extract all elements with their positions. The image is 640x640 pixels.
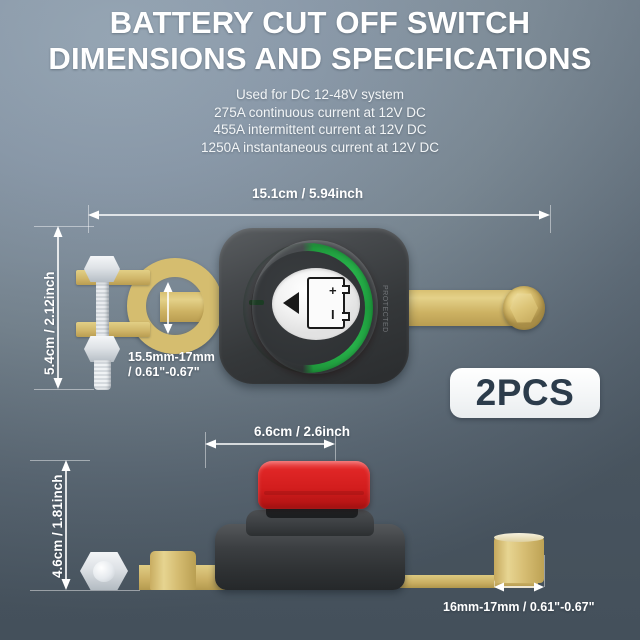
green-position-tick xyxy=(249,300,264,305)
quantity-badge: 2PCS xyxy=(450,368,600,418)
battery-positive-terminal xyxy=(342,285,350,294)
height-label-top-view: 5.4cm / 2.12inch xyxy=(42,271,57,375)
width-arrow-side-view xyxy=(205,439,335,449)
brass-post-bottom-right xyxy=(494,537,544,583)
guide-line-side-height-bottom xyxy=(30,590,140,591)
clamp-bar-lower xyxy=(76,322,150,337)
clamp-bolt-shaft xyxy=(96,282,109,338)
quantity-badge-label: 2PCS xyxy=(475,372,575,413)
brass-post-cap xyxy=(494,533,544,542)
specifications-list: Used for DC 12-48V system 275A continuou… xyxy=(0,86,640,156)
clamp-bolt-tail xyxy=(94,360,111,390)
post-width-arrow xyxy=(494,582,544,592)
plus-symbol: + xyxy=(329,283,337,298)
page-title-line-1: BATTERY CUT OFF SWITCH xyxy=(109,5,531,40)
brass-terminal-post-right xyxy=(503,286,545,330)
red-rotary-knob-side-view[interactable] xyxy=(258,461,370,509)
width-arrow-top-view xyxy=(88,210,550,220)
guide-line-post-right xyxy=(544,555,545,587)
page-title-line-2: DIMENSIONS AND SPECIFICATIONS xyxy=(48,41,592,76)
guide-line-height-bottom xyxy=(34,389,94,390)
hex-nut-bottom-left xyxy=(80,552,128,590)
post-width-label: 16mm-17mm / 0.61"-0.67" xyxy=(443,600,595,614)
pointer-triangle-icon xyxy=(283,292,299,314)
minus-symbol: I xyxy=(331,307,335,322)
clamp-nut-top xyxy=(84,256,120,282)
guide-line-side-height-top xyxy=(30,460,90,461)
height-label-side-view: 4.6cm / 1.81inch xyxy=(50,474,65,578)
spec-line-intermittent: 455A intermittent current at 12V DC xyxy=(213,122,427,137)
battery-symbol-icon: + I xyxy=(307,277,350,329)
header: BATTERY CUT OFF SWITCH DIMENSIONS AND SP… xyxy=(0,0,640,156)
guide-line-top-right xyxy=(550,205,551,233)
spec-line-instantaneous: 1250A instantaneous current at 12V DC xyxy=(201,139,439,155)
guide-line-side-left xyxy=(205,432,206,468)
guide-line-height-top xyxy=(34,226,94,227)
clamp-diameter-label-line-2: / 0.61"-0.67" xyxy=(128,365,200,379)
housing-marking-text: PROTECTED xyxy=(381,285,388,333)
width-label-side-view: 6.6cm / 2.6inch xyxy=(254,424,351,439)
height-arrow-top-view xyxy=(53,226,63,389)
height-arrow-side-view xyxy=(61,460,71,590)
battery-negative-terminal xyxy=(342,312,350,321)
clamp-diameter-label-line-1: 15.5mm-17mm xyxy=(128,350,215,364)
guide-line-top-left xyxy=(88,205,89,233)
width-label-top-view: 15.1cm / 5.94inch xyxy=(252,186,364,201)
clamp-diameter-arrow xyxy=(163,282,173,334)
spec-line-voltage: Used for DC 12-48V system xyxy=(235,87,405,102)
spec-line-continuous: 275A continuous current at 12V DC xyxy=(214,104,426,120)
brass-post-bottom-left xyxy=(150,551,196,590)
clamp-nut-bottom xyxy=(84,336,120,362)
